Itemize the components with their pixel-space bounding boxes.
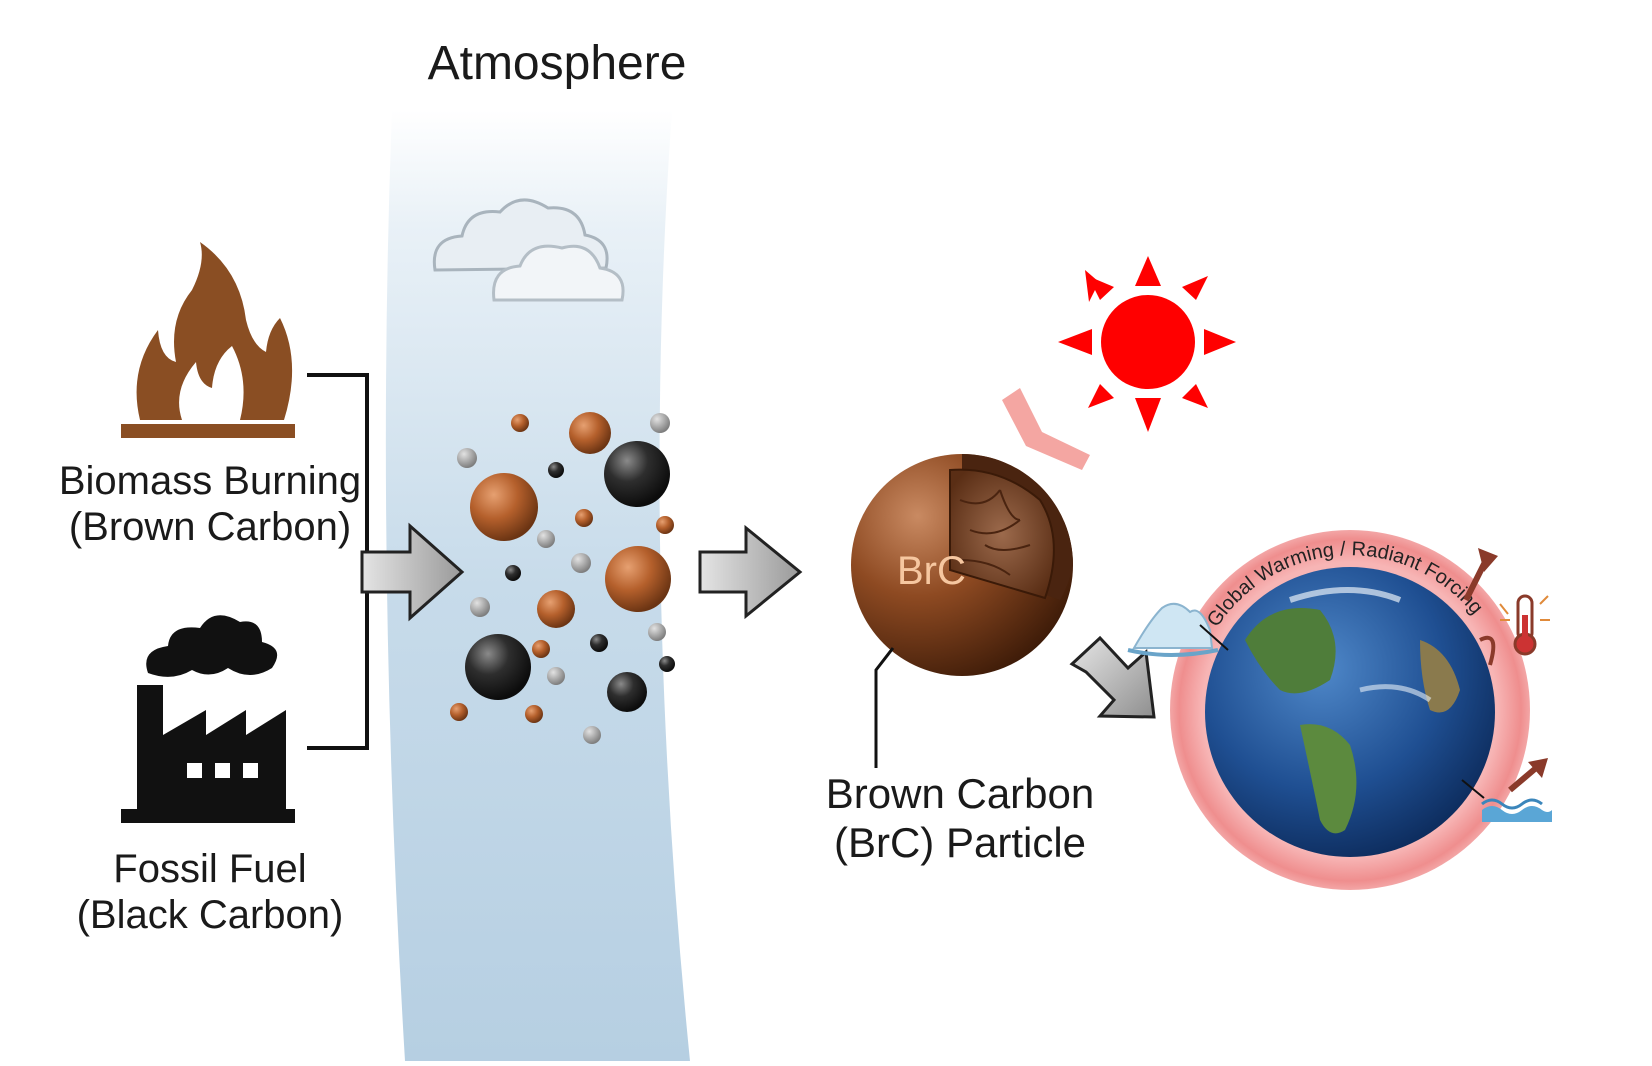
grey-particle <box>571 553 591 573</box>
biomass-label-line2: (Brown Carbon) <box>68 505 352 550</box>
black-particle <box>604 441 670 507</box>
heat-arrow-head <box>1478 548 1498 572</box>
arrow-to-particle <box>698 524 803 620</box>
brc-particle-label-line2: (BrC) Particle <box>833 818 1087 866</box>
black-particle <box>659 656 675 672</box>
heat-arrow-up <box>1463 558 1489 602</box>
black-particle <box>590 634 608 652</box>
light-ray <box>1002 388 1090 470</box>
heat-arrow-right <box>1508 765 1538 793</box>
brc-particle-label: Brown Carbon (BrC) Particle <box>800 770 1120 867</box>
arrow-to-earth <box>1069 635 1156 719</box>
arrow-to-atmosphere <box>360 522 465 622</box>
atmosphere-band <box>385 110 690 1061</box>
grey-particle <box>470 597 490 617</box>
heat-arrow-right-head <box>1528 758 1548 778</box>
atmosphere-title: Atmosphere <box>427 37 687 90</box>
black-particle <box>607 672 647 712</box>
fossil-label-line1: Fossil Fuel <box>113 847 307 891</box>
sun-icon <box>1058 256 1236 432</box>
fossil-label-line2: (Black Carbon) <box>76 893 344 938</box>
biomass-label-line1: Biomass Burning <box>58 459 362 503</box>
globe-icon <box>1170 530 1530 890</box>
aerosol-particles <box>450 412 675 744</box>
ice-arrow <box>1199 624 1229 651</box>
grey-particle <box>457 448 477 468</box>
brc-core-label: BrC <box>897 549 966 593</box>
brown-particle <box>511 414 529 432</box>
factory-icon <box>121 615 295 823</box>
source-connector <box>307 373 369 750</box>
fossil-label: Fossil Fuel (Black Carbon) <box>50 846 370 939</box>
brown-particle <box>532 640 550 658</box>
grey-particle <box>547 667 565 685</box>
brown-particle <box>470 473 538 541</box>
water-arrow <box>1461 779 1485 799</box>
biomass-label: Biomass Burning (Brown Carbon) <box>50 458 370 551</box>
grey-particle <box>648 623 666 641</box>
brown-particle <box>537 590 575 628</box>
cloud-icon <box>432 198 625 302</box>
brown-particle <box>525 705 543 723</box>
brown-particle <box>605 546 671 612</box>
brown-particle <box>569 412 611 454</box>
particle-leader-line <box>874 647 895 768</box>
brown-particle <box>656 516 674 534</box>
brown-particle <box>450 703 468 721</box>
black-particle <box>505 565 521 581</box>
grey-particle <box>583 726 601 744</box>
grey-particle <box>650 413 670 433</box>
brown-particle <box>575 509 593 527</box>
fire-icon <box>121 242 295 438</box>
water-icon <box>1481 798 1552 822</box>
brc-particle-label-line1: Brown Carbon <box>825 770 1095 817</box>
black-particle <box>548 462 564 478</box>
thermometer-icon <box>1499 594 1550 656</box>
iceberg-icon <box>1127 602 1219 657</box>
black-particle <box>465 634 531 700</box>
heat-arrow-curve <box>1479 635 1496 666</box>
brc-particle-sphere: BrC <box>851 454 1073 676</box>
grey-particle <box>537 530 555 548</box>
